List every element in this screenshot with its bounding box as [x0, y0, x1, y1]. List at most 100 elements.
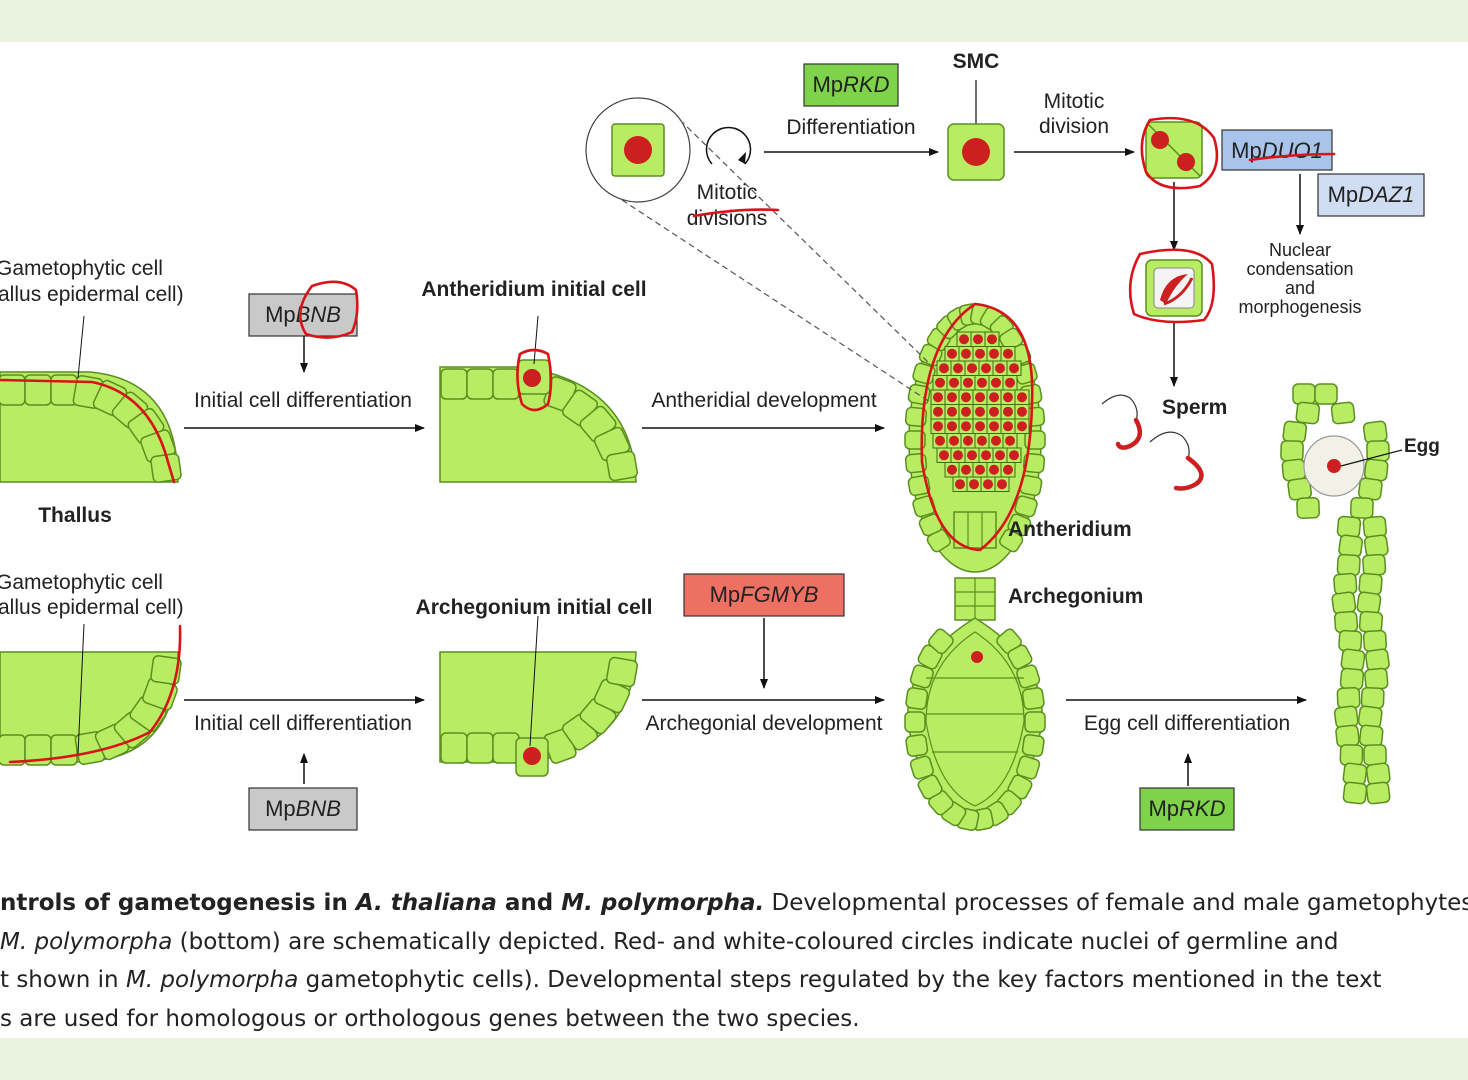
spermatogenous-nucleus: [975, 464, 985, 475]
epidermal-cell: [1360, 687, 1385, 709]
epidermal-cell: [605, 656, 639, 688]
archegonium-initial-tissue: [439, 651, 639, 777]
spermatogenous-nucleus: [949, 435, 959, 446]
spermatogenous-nucleus: [947, 406, 957, 417]
spermatogenous-nucleus: [1003, 406, 1013, 417]
spermatogenous-nucleus: [959, 334, 969, 345]
leader-lines: [77, 315, 539, 755]
spermatogenous-nucleus: [973, 334, 983, 345]
epidermal-cell: [1358, 610, 1384, 634]
epidermal-cell: [1338, 629, 1363, 653]
spermatogenous-nucleus: [1003, 464, 1013, 475]
divided-cell: [1145, 121, 1203, 179]
spermatogenous-nucleus: [975, 421, 985, 432]
antheridium-label: Antheridium: [1008, 518, 1132, 541]
epidermal-cell: [1330, 401, 1356, 425]
spermatogenous-nucleus: [1009, 363, 1019, 374]
initial-cell-diff-bottom-label: Initial cell differentiation: [194, 712, 412, 735]
epidermal-cell: [1336, 515, 1362, 539]
spermatogenous-nucleus: [939, 363, 949, 374]
epidermal-cell: [492, 732, 520, 764]
svg-text:MpFGMYB: MpFGMYB: [710, 582, 819, 607]
antheridium-initial-tissue: [439, 359, 639, 483]
epidermal-cell: [1364, 667, 1389, 691]
red-annotations: [0, 116, 1336, 764]
epidermal-cell: [1365, 781, 1391, 805]
antheridial-development-label: Antheridial development: [651, 389, 876, 412]
spermatogenous-nucleus: [1003, 348, 1013, 359]
spermatogenous-nucleus: [989, 406, 999, 417]
zoom-circle: [585, 97, 931, 403]
caption-line: t shown in M. polymorpha gametophytic ce…: [0, 961, 1468, 1000]
differentiation-label: Differentiation: [786, 116, 915, 139]
epidermal-cell: [1007, 644, 1033, 670]
epidermal-cell: [466, 732, 494, 764]
fgmyb-box: MpFGMYB: [683, 573, 845, 617]
spermatogenous-nucleus: [1005, 377, 1015, 388]
epidermal-cell: [1296, 497, 1321, 519]
epidermal-cell: [909, 664, 934, 689]
bnb-bottom-box: MpBNB: [248, 787, 358, 831]
spermatogenous-nucleus: [989, 464, 999, 475]
caption-run: gametophytic cells). Developmental steps…: [298, 967, 1382, 993]
smc-label: SMC: [953, 50, 1000, 73]
epidermal-cell: [1314, 383, 1338, 405]
spermatogenous-nucleus: [963, 435, 973, 446]
egg-label: Egg: [1404, 436, 1440, 457]
spermatogenous-nucleus: [939, 450, 949, 461]
epidermal-cell: [909, 755, 934, 780]
epidermal-cell: [1339, 744, 1364, 766]
epidermal-cell: [1363, 458, 1389, 482]
spermatogenous-nucleus: [1017, 406, 1027, 417]
epidermal-cell: [1357, 705, 1383, 729]
epidermal-cell: [1333, 572, 1358, 596]
caption-run: M. polymorpha: [125, 967, 299, 993]
spermatogenous-nucleus: [961, 392, 971, 403]
spermatogenous-nucleus: [949, 377, 959, 388]
spermatogenous-nucleus: [991, 377, 1001, 388]
epidermal-cell: [1342, 762, 1368, 786]
epidermal-cell: [1363, 534, 1389, 558]
sperm-label: Sperm: [1162, 396, 1227, 419]
spermatogenous-nucleus: [961, 421, 971, 432]
svg-text:MpRKD: MpRKD: [812, 72, 889, 97]
initial-cell-nucleus: [523, 369, 541, 387]
epidermal-cell: [1336, 687, 1361, 709]
epidermal-cell: [1022, 452, 1046, 474]
epidermal-cell: [1363, 744, 1387, 766]
spermatogenous-nucleus: [987, 334, 997, 345]
spermatogenous-nucleus: [947, 421, 957, 432]
epidermal-cell: [1362, 553, 1387, 577]
spermatogenous-nucleus: [1009, 450, 1019, 461]
epidermal-cell: [150, 655, 182, 685]
spermatogenous-nucleus: [961, 464, 971, 475]
epidermal-cell: [1021, 734, 1045, 757]
spermatogenous-nucleus: [975, 348, 985, 359]
epidermal-cell: [50, 734, 78, 766]
epidermal-cell: [1016, 664, 1041, 689]
svg-text:MpBNB: MpBNB: [265, 302, 341, 327]
arrows: [184, 148, 1307, 786]
smc-cell: [947, 80, 1005, 181]
thallus-bottom: [0, 651, 182, 766]
epidermal-cell: [904, 430, 926, 450]
epidermal-cell: [1014, 495, 1038, 518]
spermatogenous-nucleus: [1017, 421, 1027, 432]
caption-run: M. polymorpha: [0, 928, 173, 955]
thallus-top: [0, 371, 182, 483]
archegonium-mature: [1280, 383, 1403, 805]
caption-run: A. thaliana: [355, 890, 497, 916]
epidermal-cell: [1356, 591, 1382, 615]
spermatogenous-nucleus: [989, 421, 999, 432]
spermatogenous-nucleus: [975, 392, 985, 403]
antheridium: [904, 303, 1046, 573]
epidermal-cell: [904, 711, 926, 733]
epidermal-cell: [1336, 553, 1361, 577]
spermatogenous-nucleus: [935, 435, 945, 446]
spermatogenous-nucleus: [961, 406, 971, 417]
caption-run: s are used for homologous or orthologous…: [0, 1005, 860, 1032]
epidermal-cell: [1024, 711, 1046, 733]
